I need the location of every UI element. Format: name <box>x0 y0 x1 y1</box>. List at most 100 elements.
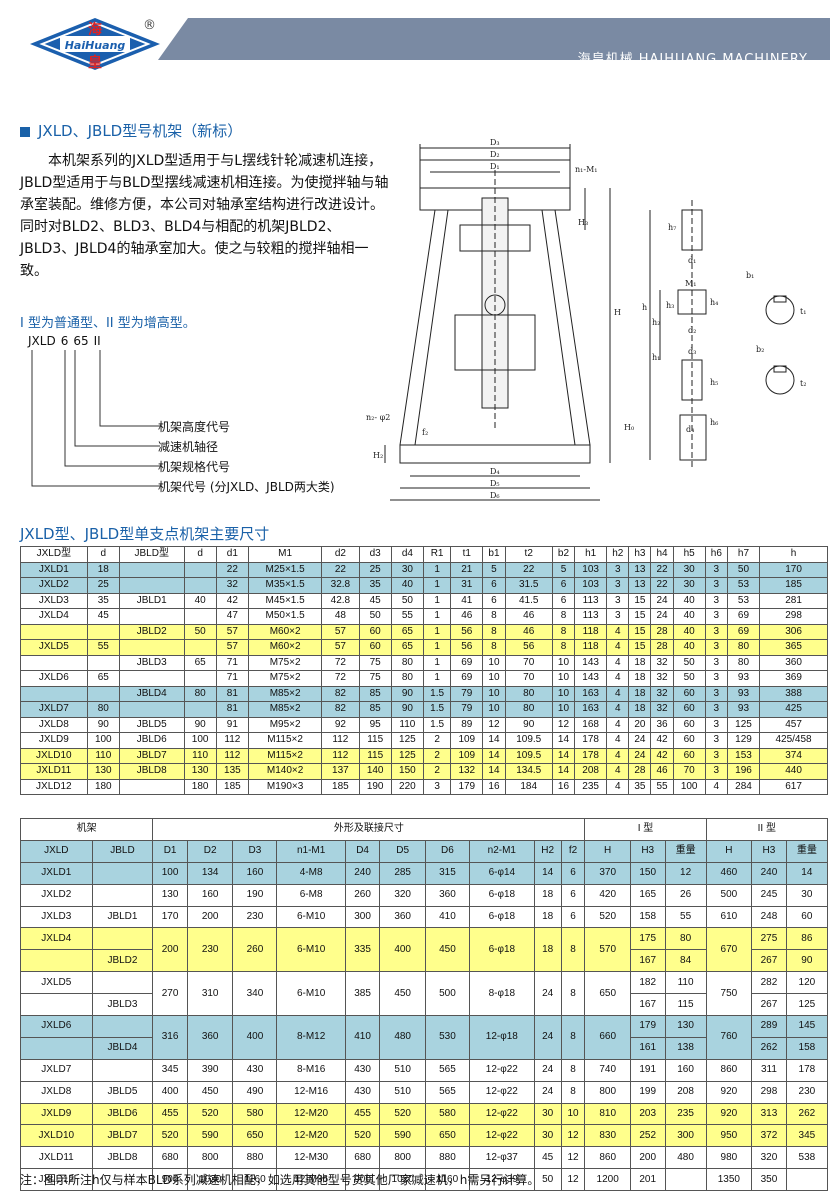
table-cell: 180 <box>183 778 217 795</box>
table-cell: 12-φ22 <box>468 1080 535 1104</box>
table-cell: 235 <box>664 1102 707 1126</box>
table-cell: 60 <box>672 685 706 702</box>
table-cell: 112 <box>215 747 249 764</box>
table-cell: 320 <box>751 1146 787 1170</box>
table-cell: 4 <box>606 716 630 733</box>
table-cell: 6-φ18 <box>468 883 535 907</box>
table-cell: 580 <box>424 1102 470 1126</box>
table-cell: 90 <box>86 716 120 733</box>
table-cell: 57 <box>215 639 249 656</box>
table-cell: 385 <box>344 971 381 1017</box>
table-cell: H3 <box>629 839 666 863</box>
table-cell: 262 <box>785 1102 829 1126</box>
table-cell: 565 <box>424 1080 470 1104</box>
table-cell: 25 <box>358 561 392 578</box>
table-cell: 92 <box>321 716 360 733</box>
table-cell: M25×1.5 <box>247 561 323 578</box>
table-cell: D4 <box>344 839 381 863</box>
table-cell: 42 <box>650 732 674 749</box>
table-cell: 100 <box>152 861 188 885</box>
table-cell: 580 <box>232 1102 278 1126</box>
table-cell: 24 <box>533 1058 562 1082</box>
table-cell: 4 <box>606 778 630 795</box>
dim-h5: h₅ <box>710 378 718 387</box>
table-cell: 8 <box>551 623 576 640</box>
table-cell: 12-φ18 <box>468 1015 535 1060</box>
dim-b2: b₂ <box>756 345 764 354</box>
table-cell: D3 <box>232 839 278 863</box>
table-cell: 71 <box>215 670 249 687</box>
table-cell: 1 <box>423 639 452 656</box>
table-cell: 100 <box>672 778 706 795</box>
table-cell: 450 <box>186 1080 234 1104</box>
table-cell: 118 <box>574 639 608 656</box>
table-cell: 248 <box>751 905 787 929</box>
table-cell: 132 <box>450 763 484 780</box>
table-cell: 28 <box>650 623 674 640</box>
dim-H: H <box>614 308 621 317</box>
table-cell: 118 <box>574 623 608 640</box>
table-cell: 55 <box>650 778 674 795</box>
dim-d1: D₁ <box>490 162 500 171</box>
table-cell: D5 <box>379 839 426 863</box>
table-cell: I 型 <box>584 818 707 841</box>
table-cell: 24 <box>650 592 674 609</box>
table-cell: 165 <box>629 883 666 907</box>
table-cell: 8-M12 <box>276 1015 346 1060</box>
table-cell: 2 <box>423 763 452 780</box>
table-cell: 外形及联接尺寸 <box>152 818 586 841</box>
table-cell: JBLD1 <box>91 905 154 929</box>
table-cell: JXLD8 <box>20 1080 93 1104</box>
table-cell: 880 <box>424 1146 470 1170</box>
table-cell: 24 <box>533 1080 562 1104</box>
table-cell: 900 <box>152 1168 188 1192</box>
table-cell: 80 <box>726 639 761 656</box>
table-cell: 110 <box>86 747 120 764</box>
table-cell: 18 <box>628 654 652 671</box>
table-cell: 42 <box>650 747 674 764</box>
table-cell <box>183 608 217 625</box>
table-cell: 93 <box>726 701 761 718</box>
table-cell <box>664 1168 707 1192</box>
table-cell: 70 <box>504 654 553 671</box>
table-cell: 800 <box>584 1080 631 1104</box>
table-cell: 32.8 <box>321 577 360 594</box>
table-cell: 56 <box>450 623 484 640</box>
table-cell: 30 <box>533 1124 562 1148</box>
code-label-height: 机架高度代号 <box>158 420 231 434</box>
table-cell: 372 <box>751 1124 787 1148</box>
table-cell: 112 <box>321 732 360 749</box>
table-cell: 140 <box>358 763 392 780</box>
table-cell: 81 <box>215 701 249 718</box>
table-cell: 270 <box>152 971 188 1017</box>
table-cell: H3 <box>751 839 787 863</box>
table-cell: M50×1.5 <box>247 608 323 625</box>
table-cell: 69 <box>726 623 761 640</box>
table-cell: M1 <box>247 546 323 563</box>
table-cell: 18 <box>533 883 562 907</box>
table-cell: JBLD型 <box>118 546 185 563</box>
table-cell: 3 <box>704 639 728 656</box>
table-cell: D1 <box>152 839 188 863</box>
table-cell: 800 <box>379 1146 426 1170</box>
table-cell: 565 <box>424 1058 470 1082</box>
table-cell: 130 <box>183 763 217 780</box>
table-cell: 32 <box>650 701 674 718</box>
table-cell: 8 <box>560 1015 586 1060</box>
table-cell: JXLD10 <box>20 747 88 764</box>
table-cell: 10 <box>551 701 576 718</box>
table-cell: JXLD1 <box>20 861 93 885</box>
table-cell: H <box>584 839 631 863</box>
table-cell: 300 <box>664 1124 707 1148</box>
table-cell: 3 <box>606 592 630 609</box>
table-cell: 455 <box>344 1102 381 1126</box>
table-cell: 45 <box>358 592 392 609</box>
table-cell: 6 <box>560 883 586 907</box>
table-cell: 340 <box>232 971 278 1017</box>
table-cell: 45 <box>533 1146 562 1170</box>
table-cell: 1.5 <box>423 701 452 718</box>
table-cell: M60×2 <box>247 623 323 640</box>
table-cell: 40 <box>390 577 425 594</box>
table-cell: 4 <box>606 685 630 702</box>
table-cell: 22 <box>650 577 674 594</box>
